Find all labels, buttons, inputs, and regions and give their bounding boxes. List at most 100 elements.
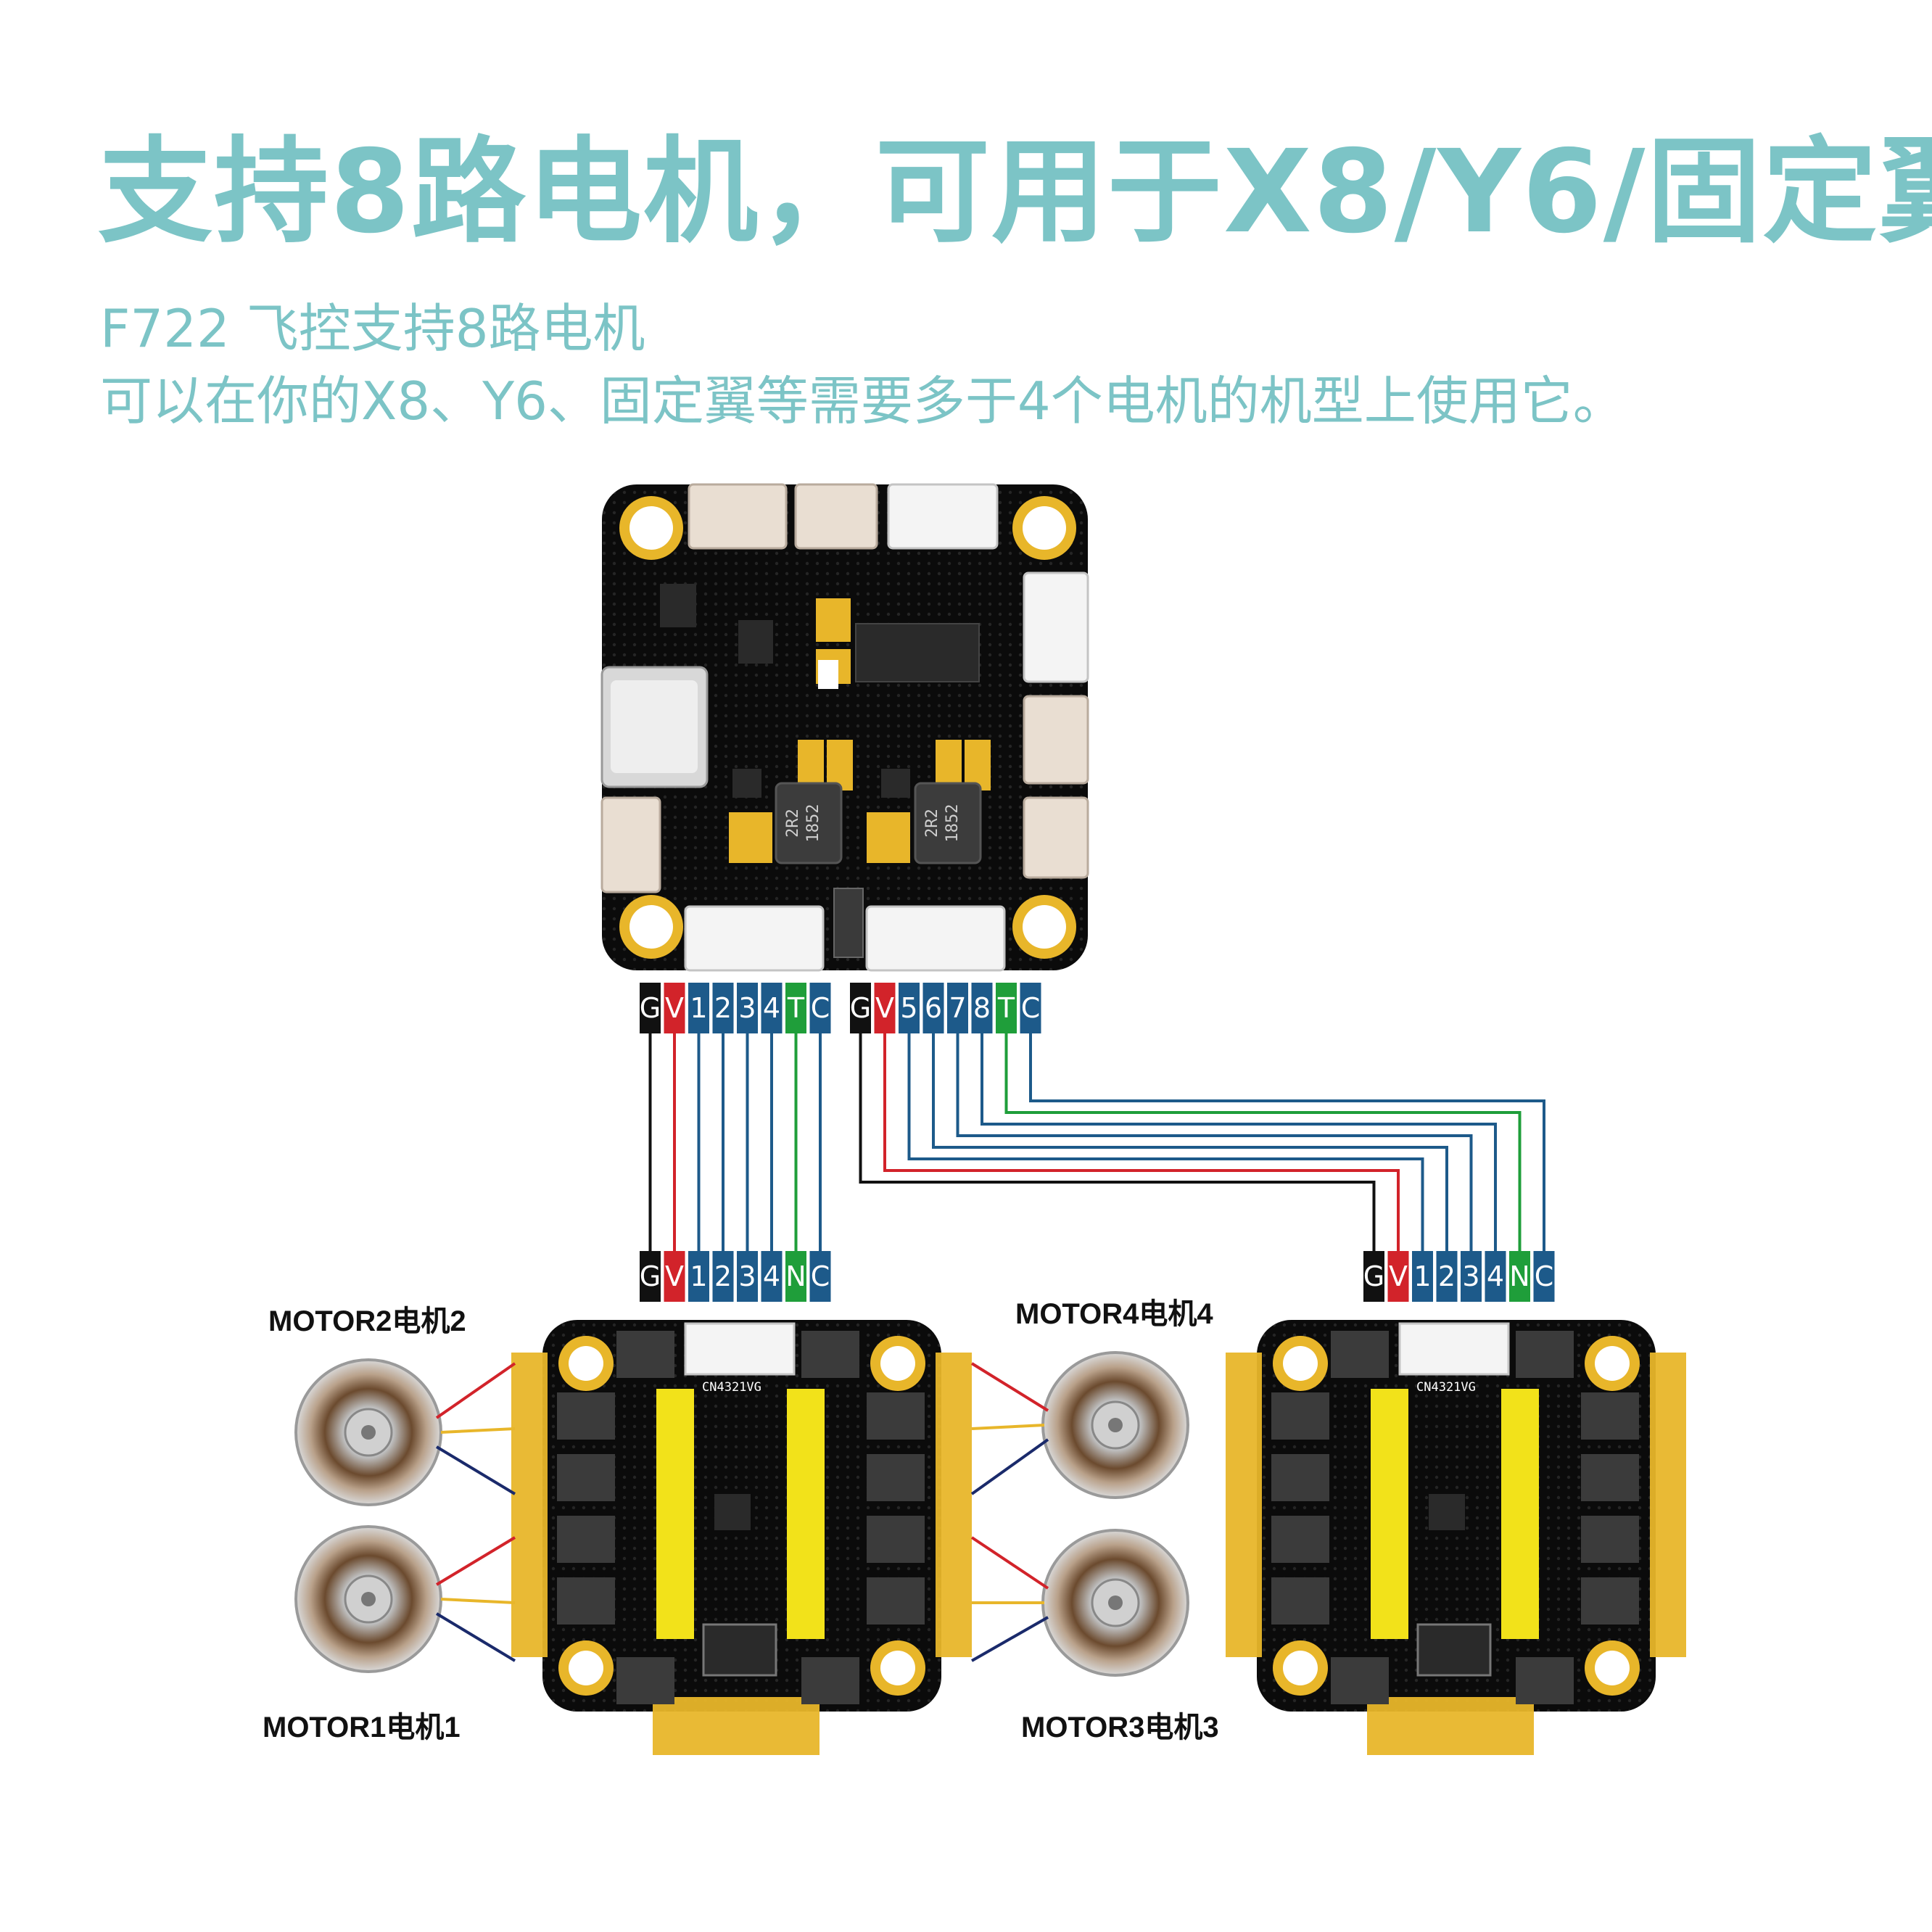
pin-label: 3: [738, 1260, 756, 1292]
esc-connector: [684, 1322, 796, 1376]
pin-hdr-esc-left-4: [737, 1251, 758, 1302]
pin-label: C: [1021, 992, 1041, 1024]
pin-hdr-fc-right-1: [874, 983, 896, 1033]
pin-label: 2: [714, 1260, 732, 1292]
pin-hdr-esc-left-1: [664, 1251, 685, 1302]
motor-1: [294, 1525, 442, 1673]
pin-label: C: [811, 992, 830, 1024]
pin-hdr-esc-right-0: [1363, 1251, 1384, 1302]
pin-label: G: [850, 992, 871, 1024]
pin-hdr-fc-right-4: [947, 983, 968, 1033]
pin-hdr-fc-left-4: [737, 983, 758, 1033]
pin-hdr-fc-right-3: [922, 983, 944, 1033]
pin-label: V: [875, 992, 894, 1024]
pin-label: 5: [900, 992, 917, 1024]
svg-text:1852: 1852: [944, 804, 962, 843]
pin-hdr-esc-left-3: [712, 1251, 734, 1302]
pin-hdr-fc-left-0: [640, 983, 661, 1033]
page-title: 支持8路电机，可用于X8/Y6/固定翼: [98, 125, 1932, 259]
pin-hdr-fc-right-0: [850, 983, 871, 1033]
mount-hole: [558, 1640, 614, 1696]
connector-left: [600, 796, 661, 893]
pin-hdr-fc-right-7: [1020, 983, 1041, 1033]
inductor-left: 2R2 1852: [775, 782, 843, 864]
pin-label: G: [1363, 1260, 1384, 1292]
pin-hdr-fc-left-3: [712, 983, 734, 1033]
motor-wires: [435, 1362, 1049, 1662]
motor-2-label: MOTOR2电机2: [268, 1305, 466, 1337]
pin-label: V: [665, 1260, 684, 1292]
svg-text:1852: 1852: [804, 804, 822, 843]
subtitle-line-1: F722 飞控支持8路电机: [100, 298, 645, 359]
pin-label: 2: [1438, 1260, 1456, 1292]
inductor-right: 2R2 1852: [914, 782, 982, 864]
connector-top-3: [887, 483, 999, 550]
pin-hdr-esc-right-6: [1509, 1251, 1530, 1302]
mount-hole: [1585, 1336, 1640, 1391]
esc-connector: [1398, 1322, 1510, 1376]
mount-hole: [1585, 1640, 1640, 1696]
pin-label: 4: [1487, 1260, 1504, 1292]
pin-label: 4: [763, 1260, 780, 1292]
pin-label: G: [640, 1260, 661, 1292]
pin-hdr-esc-right-1: [1387, 1251, 1409, 1302]
pin-label: 7: [949, 992, 966, 1024]
connector-bottom-left: [684, 905, 825, 972]
flight-controller: 2R2 1852 2R2 1852: [600, 483, 1089, 972]
mount-hole: [1273, 1336, 1328, 1391]
pin-hdr-esc-right-4: [1461, 1251, 1482, 1302]
pin-hdr-fc-left-6: [785, 983, 806, 1033]
pin-hdr-esc-right-2: [1412, 1251, 1433, 1302]
pin-label: N: [785, 1260, 806, 1292]
pin-label: 1: [690, 1260, 707, 1292]
mount-hole: [870, 1640, 925, 1696]
wire-right-5: [981, 1033, 1497, 1251]
mount-hole: [1012, 895, 1076, 959]
pin-label: 6: [925, 992, 942, 1024]
pin-label: N: [1509, 1260, 1530, 1292]
pin-hdr-fc-right-2: [899, 983, 920, 1033]
connector-top-2: [794, 483, 878, 550]
subtitle-line-2: 可以在你的X8、Y6、固定翼等需要多于4个电机的机型上使用它。: [100, 371, 1625, 432]
pin-hdr-esc-right-7: [1533, 1251, 1555, 1302]
mount-hole: [619, 496, 683, 560]
pin-hdr-fc-left-1: [664, 983, 685, 1033]
mcu-chip: [855, 623, 980, 682]
pin-label: 3: [738, 992, 756, 1024]
svg-text:CN4321VG: CN4321VG: [1416, 1380, 1476, 1395]
connector-right-2: [1023, 695, 1089, 785]
pin-hdr-esc-right-3: [1436, 1251, 1458, 1302]
pin-hdr-fc-left-2: [688, 983, 709, 1033]
esc-board-left: CN4321VG: [511, 1320, 972, 1755]
connector-top-1: [688, 483, 788, 550]
motor-3-label: MOTOR3电机3: [1021, 1712, 1219, 1743]
wire-right-3: [932, 1033, 1448, 1251]
pin-hdr-fc-right-6: [996, 983, 1017, 1033]
pin-hdr-esc-right-5: [1485, 1251, 1506, 1302]
mount-hole: [870, 1336, 925, 1391]
pin-label: 2: [714, 992, 732, 1024]
pin-label: 3: [1462, 1260, 1479, 1292]
connector-right-1: [1023, 571, 1089, 683]
pin-hdr-fc-left-7: [809, 983, 831, 1033]
pin-hdr-esc-left-2: [688, 1251, 709, 1302]
pin-hdr-esc-left-7: [809, 1251, 831, 1302]
svg-text:CN4321VG: CN4321VG: [702, 1380, 761, 1395]
pin-label: T: [997, 992, 1015, 1024]
mount-hole: [558, 1336, 614, 1391]
pin-label: 8: [973, 992, 991, 1024]
connector-right-3: [1023, 796, 1089, 879]
motor-3: [1041, 1529, 1189, 1677]
pin-label: V: [1389, 1260, 1408, 1292]
pin-hdr-esc-left-0: [640, 1251, 661, 1302]
motor-4: [1041, 1351, 1189, 1499]
pin-label: V: [665, 992, 684, 1024]
pin-hdr-fc-right-5: [971, 983, 993, 1033]
wire-right-6: [1004, 1033, 1522, 1251]
pin-label: 1: [1413, 1260, 1431, 1292]
pin-hdr-fc-left-5: [761, 983, 783, 1033]
signal-wires: [648, 1033, 1545, 1251]
pin-label: 4: [763, 992, 780, 1024]
wire-right-7: [1029, 1033, 1545, 1251]
